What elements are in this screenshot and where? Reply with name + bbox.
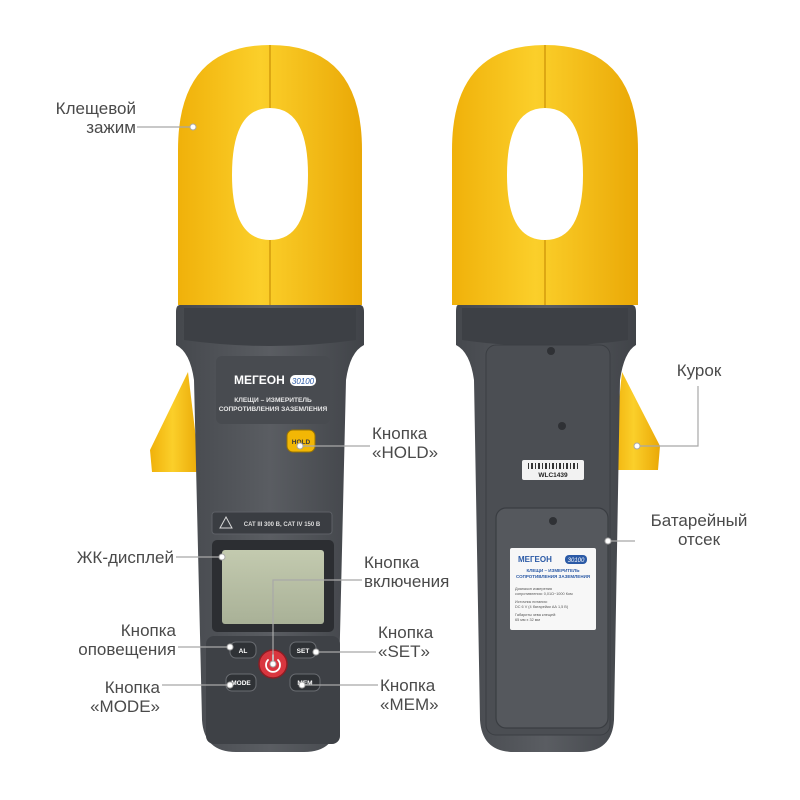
callout-battery-line1: Батарейный bbox=[650, 511, 748, 530]
callout-power: Кнопка включения bbox=[364, 553, 484, 591]
callout-mem-line2: «MEM» bbox=[380, 695, 439, 714]
callout-hold-line2: «HOLD» bbox=[372, 443, 439, 462]
callout-mem: Кнопка «MEM» bbox=[380, 676, 480, 714]
callout-alert-line2: оповещения bbox=[78, 640, 176, 659]
barcode-icon bbox=[528, 463, 578, 469]
leader-dots bbox=[189, 123, 641, 689]
back-clamp-jaw bbox=[452, 45, 638, 305]
callout-set-line2: «SET» bbox=[378, 642, 430, 661]
sticker-spec-2: Источник питания: bbox=[515, 600, 548, 604]
sticker-title-line2: СОПРОТИВЛЕНИЯ ЗАЗЕМЛЕНИЯ bbox=[516, 574, 590, 579]
cat-rating: CAT III 300 В, CAT IV 150 В bbox=[244, 522, 321, 528]
sticker-spec-5: 65 мм х 32 мм bbox=[515, 618, 540, 622]
battery-sticker bbox=[510, 548, 596, 630]
set-button-label: SET bbox=[297, 648, 310, 655]
front-brand: МЕГЕОН bbox=[234, 373, 285, 387]
back-device: WLC1439 МЕГЕОН 30100 КЛЕЩИ – ИЗМЕРИТЕЛЬ … bbox=[452, 45, 660, 752]
sticker-spec-0: Диапазон измерения bbox=[515, 587, 552, 591]
front-clamp-jaw bbox=[178, 45, 362, 305]
sticker-title-line1: КЛЕЩИ – ИЗМЕРИТЕЛЬ bbox=[527, 568, 581, 573]
sticker-model: 30100 bbox=[568, 558, 585, 564]
callout-lcd: ЖК-дисплей bbox=[20, 548, 174, 567]
al-button-label: AL bbox=[239, 648, 248, 655]
serial-number: WLC1439 bbox=[538, 472, 568, 479]
callout-alert-line1: Кнопка bbox=[120, 621, 176, 640]
callout-power-line2: включения bbox=[364, 572, 450, 591]
callout-trigger-text: Курок bbox=[676, 361, 722, 380]
sticker-brand: МЕГЕОН bbox=[518, 555, 552, 564]
power-icon bbox=[265, 659, 281, 673]
front-title-line1: КЛЕЩИ – ИЗМЕРИТЕЛЬ bbox=[234, 397, 312, 404]
callout-alert: Кнопка оповещения bbox=[20, 621, 176, 659]
callout-hold: Кнопка «HOLD» bbox=[372, 424, 492, 462]
leader-lines bbox=[137, 126, 699, 686]
front-title-line2: СОПРОТИВЛЕНИЯ ЗАЗЕМЛЕНИЯ bbox=[219, 406, 328, 413]
sticker-spec-4: Габариты зева клещей: bbox=[515, 613, 556, 617]
callout-trigger: Курок bbox=[664, 361, 734, 380]
front-trigger bbox=[150, 372, 200, 472]
callout-lcd-text: ЖК-дисплей bbox=[76, 548, 174, 567]
callout-clamp: Клещевой зажим bbox=[40, 99, 136, 137]
callout-clamp-line2: зажим bbox=[86, 118, 136, 137]
callout-mode-line2: «MODE» bbox=[90, 697, 160, 716]
sticker-spec-1: сопротивления: 0,01Ω~1000 Ком bbox=[515, 592, 573, 596]
sticker-spec-3: DC 6 V (4 батарейки АА 1,5 В) bbox=[515, 605, 569, 609]
callout-mem-line1: Кнопка bbox=[380, 676, 436, 695]
front-model: 30100 bbox=[292, 377, 315, 386]
callout-hold-line1: Кнопка bbox=[372, 424, 428, 443]
serial-label bbox=[522, 460, 584, 480]
callout-battery: Батарейный отсек bbox=[632, 511, 766, 549]
mode-button-label: MODE bbox=[231, 680, 251, 687]
callout-clamp-line1: Клещевой bbox=[55, 99, 136, 118]
hold-button-label: HOLD bbox=[292, 439, 311, 446]
mem-button[interactable] bbox=[289, 673, 321, 692]
callout-mode: Кнопка «MODE» bbox=[20, 678, 160, 716]
warning-icon bbox=[219, 515, 233, 529]
callout-mode-line1: Кнопка bbox=[104, 678, 160, 697]
callout-battery-line2: отсек bbox=[677, 530, 721, 549]
callout-power-line1: Кнопка bbox=[364, 553, 420, 572]
mode-button[interactable] bbox=[225, 673, 257, 692]
callout-set: Кнопка «SET» bbox=[378, 623, 478, 661]
front-device: МЕГЕОН 30100 КЛЕЩИ – ИЗМЕРИТЕЛЬ СОПРОТИВ… bbox=[150, 45, 364, 752]
callout-set-line1: Кнопка bbox=[378, 623, 434, 642]
